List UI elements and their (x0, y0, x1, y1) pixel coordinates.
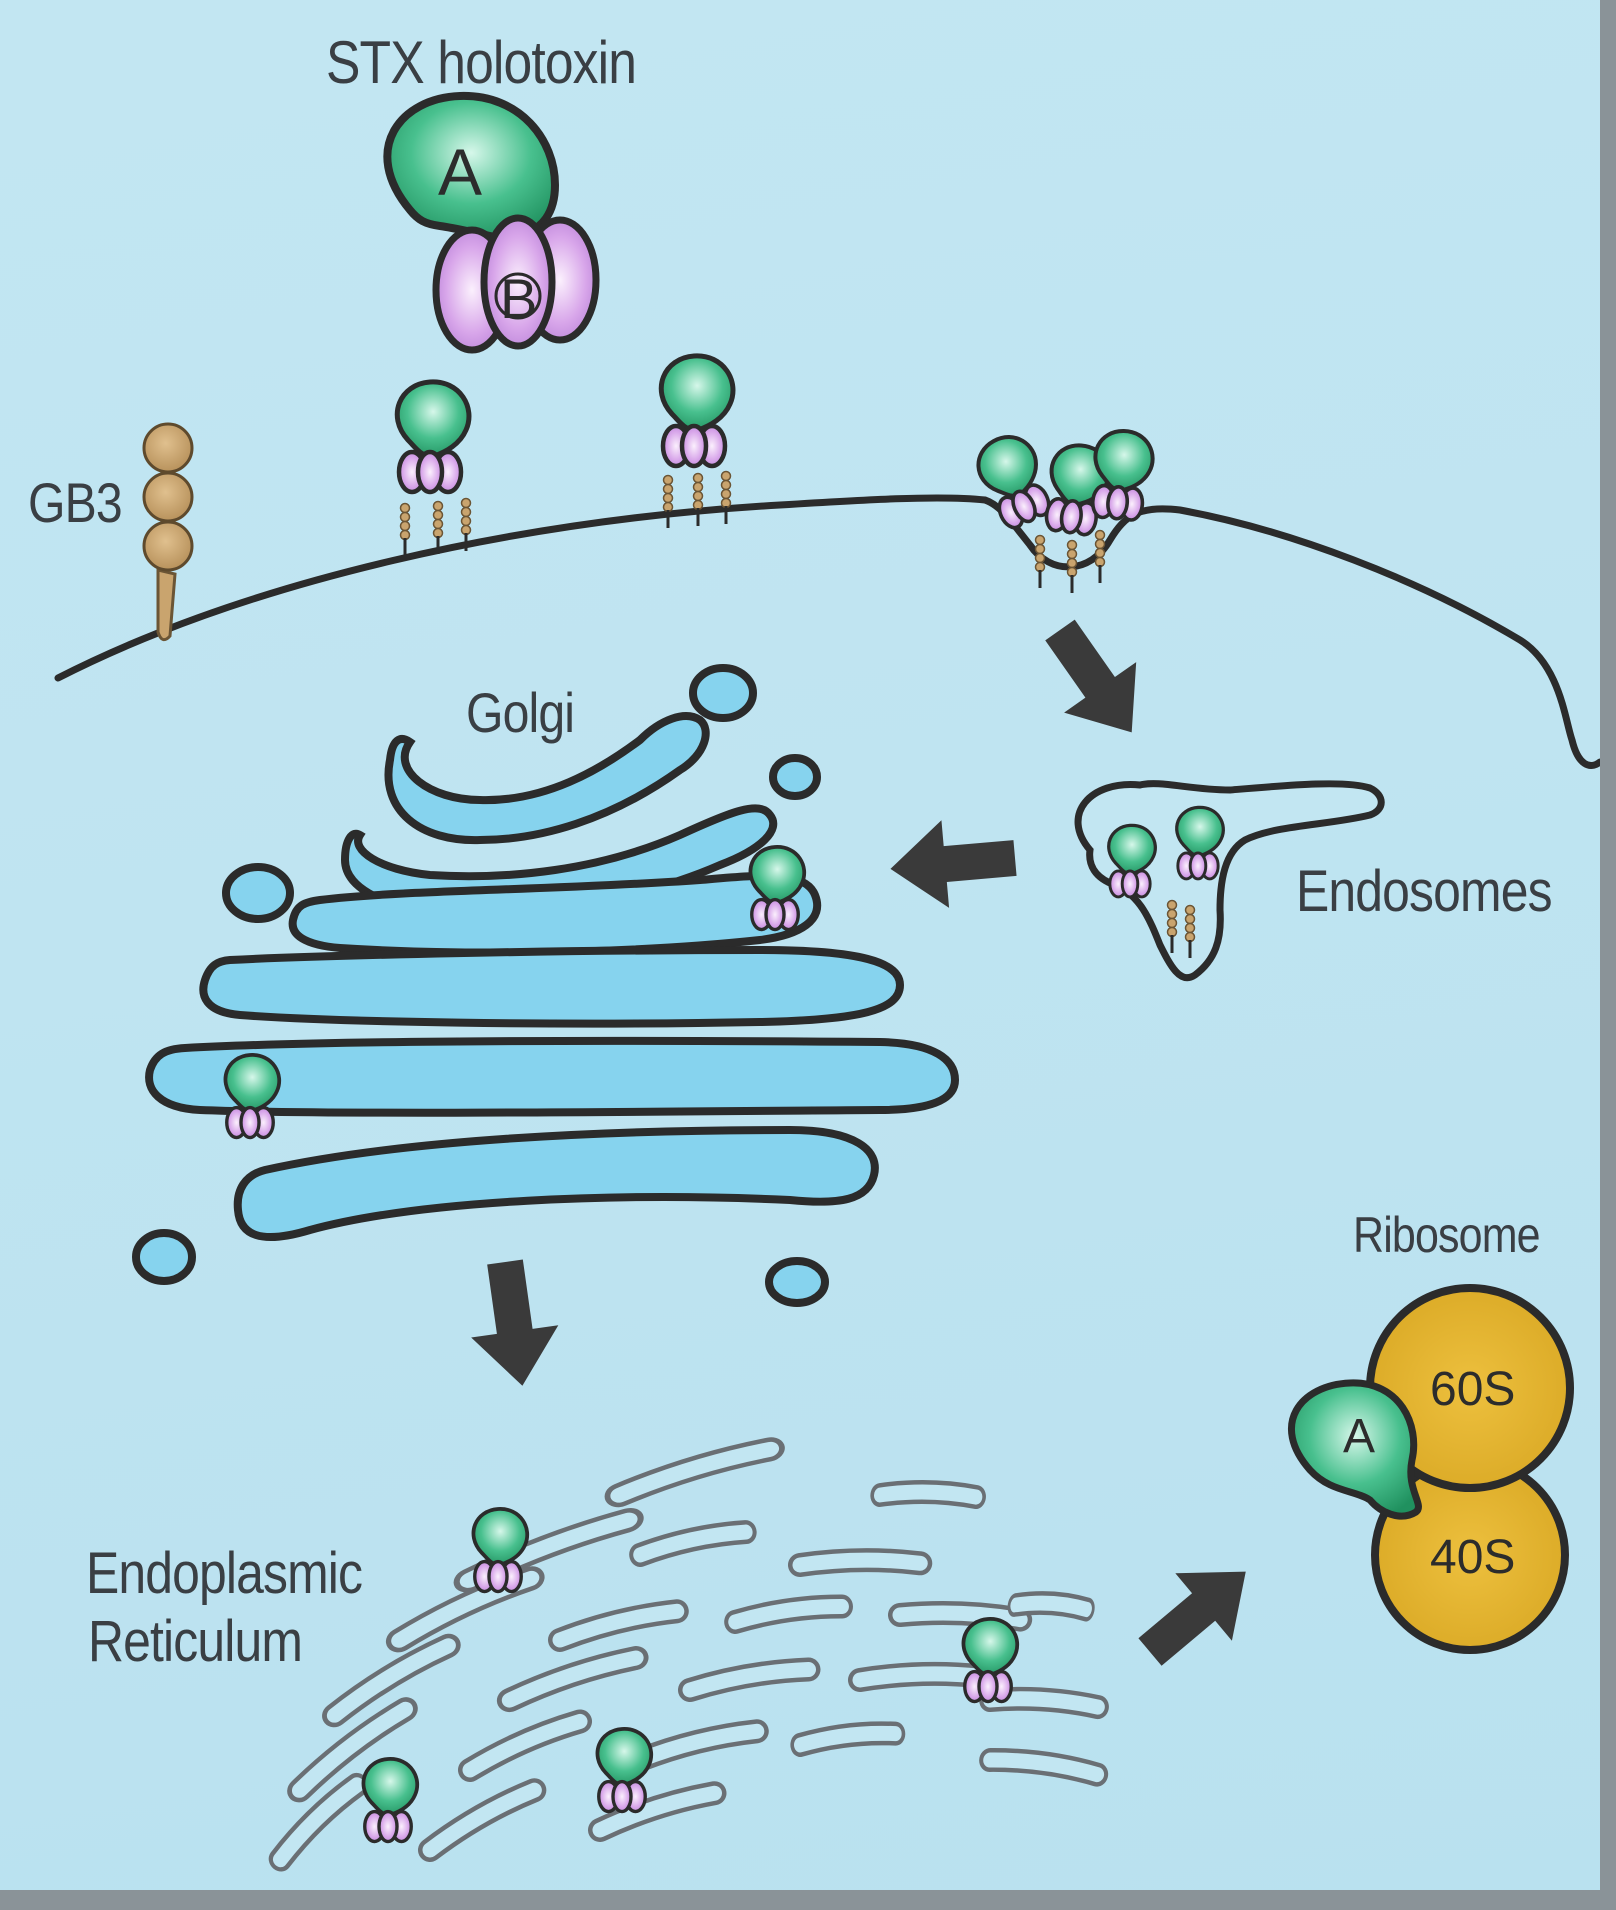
slide-background: A 60S 40S A B STX holotoxin GB3 Golgi En… (0, 0, 1600, 1890)
endosomes-label: Endosomes (1296, 859, 1553, 924)
er-label-line2: Reticulum (88, 1609, 303, 1674)
bound-toxin-1 (397, 382, 472, 558)
vesicles (132, 664, 829, 1307)
plasma-membrane (54, 494, 1600, 769)
bound-toxin-2 (661, 356, 733, 530)
endoplasmic-reticulum (274, 1449, 1098, 1860)
toxin-icon (383, 91, 600, 354)
arrow-icon (1023, 604, 1168, 758)
ribosome-a-label: A (1343, 1410, 1375, 1463)
gb3-label: GB3 (28, 471, 123, 534)
gb3-icon (142, 422, 194, 642)
ribosome-40s-label: 40S (1430, 1531, 1515, 1584)
ribosome-label: Ribosome (1353, 1207, 1541, 1263)
ribosome-60s-label: 60S (1430, 1363, 1515, 1416)
er-label-line1: Endoplasmic (86, 1541, 363, 1606)
toxin-a-label: A (438, 135, 482, 209)
arrow-icon (886, 814, 1019, 913)
ribosome-icon: A 60S 40S (1288, 1284, 1574, 1654)
arrow-icon (1121, 1537, 1275, 1686)
toxin-title: STX holotoxin (326, 29, 637, 96)
arrow-icon (461, 1255, 566, 1392)
toxin-b-label: B (500, 267, 537, 330)
endosome (1074, 780, 1385, 981)
golgi (145, 712, 960, 1242)
pathway-diagram: A 60S 40S A B (54, 91, 1600, 1890)
golgi-label: Golgi (466, 681, 575, 744)
